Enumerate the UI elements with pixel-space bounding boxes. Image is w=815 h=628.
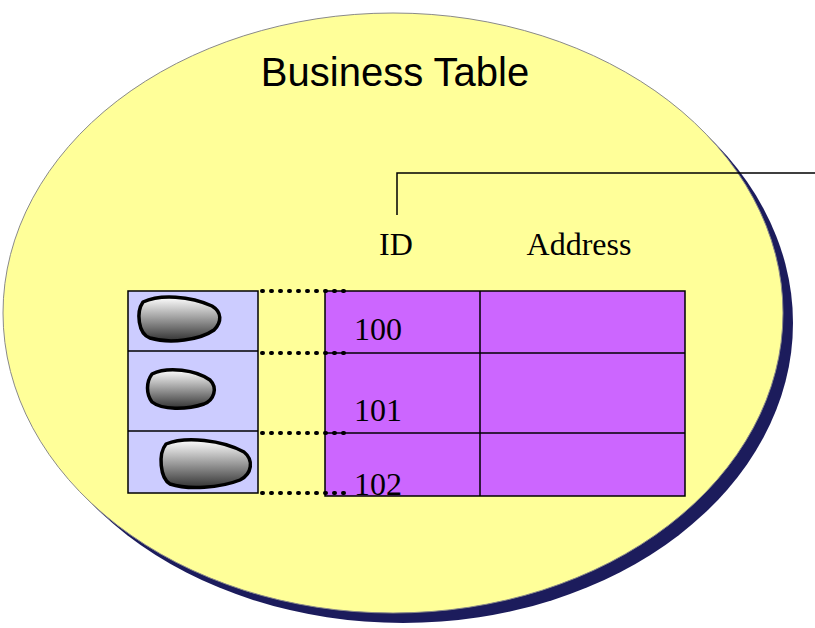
column-header: ID [379, 228, 413, 260]
column-header: Address [527, 228, 632, 260]
record-icon [148, 370, 215, 409]
scope-ellipse [3, 13, 783, 613]
index-column [128, 291, 258, 493]
table-cell: 100 [354, 313, 402, 345]
pointer-dots [262, 289, 345, 293]
record-icon [161, 440, 250, 488]
pointer-dots [262, 291, 345, 493]
pointer-dots [262, 491, 345, 495]
row-line [325, 352, 685, 354]
table-cell: 102 [354, 468, 402, 500]
table-cell: 101 [354, 394, 402, 426]
pointer-dots [262, 351, 345, 355]
diagram-title: Business Table [261, 52, 529, 92]
record-icons [139, 297, 250, 487]
leader-line [397, 173, 815, 215]
column-divider [479, 291, 481, 496]
pointer-dots [262, 431, 345, 435]
row-line [325, 432, 685, 434]
data-table [325, 291, 685, 496]
index-row-line [128, 350, 258, 352]
index-row-line [128, 430, 258, 432]
record-icon [139, 297, 220, 341]
